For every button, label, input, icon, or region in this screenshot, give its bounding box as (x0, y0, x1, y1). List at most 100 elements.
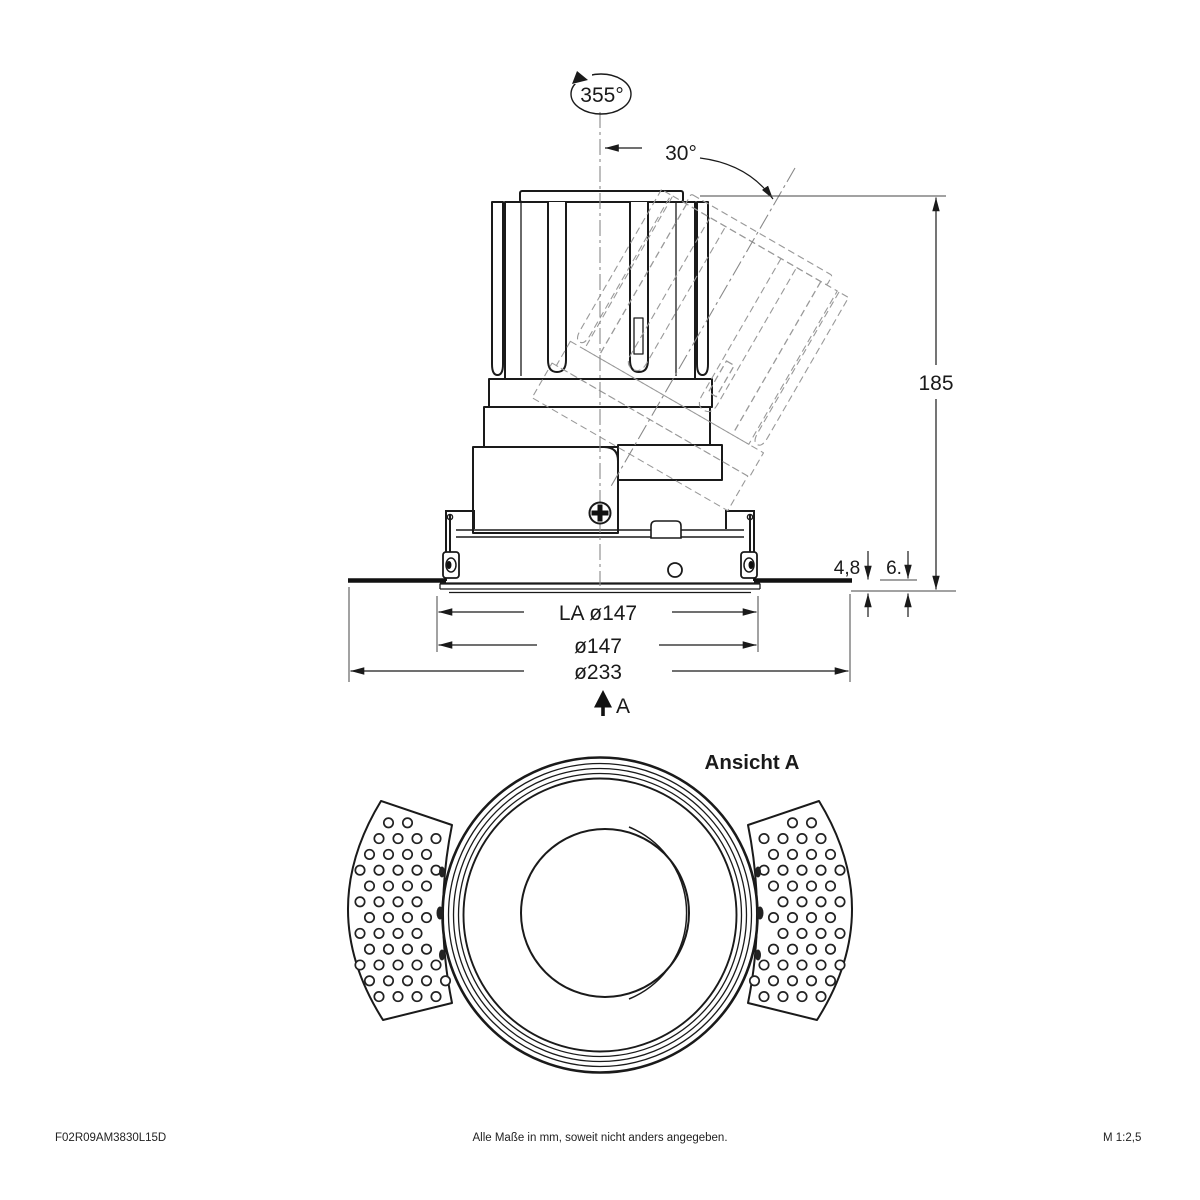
wing-perforation-hole (382, 817, 395, 829)
centerline-tilted (609, 167, 796, 489)
bracket-wall-right (725, 510, 755, 581)
trim-rings (441, 756, 759, 1074)
trim-ring-outer (441, 756, 759, 1074)
bottom-view-label: Ansicht A (705, 751, 800, 774)
trim-ring-3 (452, 767, 748, 1063)
tilt-dimension: 30° (605, 142, 774, 200)
wing-perforation-hole (411, 927, 423, 939)
wing-perforation-hole (392, 896, 404, 908)
plaster-wing-left (347, 800, 453, 1021)
clamp-spring-core (446, 561, 452, 569)
inner-dia-label: ø147 (574, 635, 622, 658)
tilt-angle-label: 30° (665, 142, 697, 165)
bracket-hole (667, 562, 683, 578)
wing-perforation-hole (411, 896, 423, 908)
tilt-arrow-arc (699, 157, 774, 200)
gearbox-right (617, 444, 723, 481)
diameter-dimensions: LA ø147 ø147 ø233 (348, 587, 851, 684)
wing-perforation-hole (401, 848, 414, 860)
wing-perforation-hole (420, 943, 433, 955)
bracket-wall-left (445, 510, 475, 581)
wing-perforation-hole (430, 959, 442, 971)
units-note: Alle Maße in mm, soweit nicht anders ang… (472, 1132, 727, 1144)
wing-perforation-hole (373, 864, 385, 876)
wing-perforation-hole (392, 991, 404, 1003)
wing-perforation-hole (401, 880, 414, 892)
wing-perforation-hole (363, 943, 376, 955)
view-a-letter: A (616, 695, 630, 718)
wing-perforation-hole (373, 896, 385, 908)
bottom-view: Ansicht A (347, 751, 854, 1074)
wing-perforation-hole (354, 864, 366, 876)
wing-perforation-hole (392, 927, 404, 939)
rim-clamp-tips (436, 866, 764, 961)
rotation-symbol: 355° (570, 68, 632, 115)
spring-clamp-left (442, 513, 460, 579)
wing-perforation-hole (382, 912, 395, 924)
wing-perforation-hole (373, 991, 385, 1003)
wing-perforation-hole (373, 833, 385, 845)
lens-tilt-arc (628, 826, 688, 1000)
gearbox-group (472, 444, 723, 534)
trim-ring-4 (457, 772, 743, 1058)
wing-perforation-hole (401, 943, 414, 955)
height-dim-label: 185 (918, 372, 953, 395)
scale-label: M 1:2,5 (1103, 1132, 1141, 1144)
wing-perforation-hole (392, 833, 404, 845)
wing-perforation-hole (411, 833, 423, 845)
wing-perforation-hole (354, 927, 366, 939)
wing-perforation-hole (430, 833, 442, 845)
wing-perforation-hole (392, 864, 404, 876)
protrusion-label: 6. (886, 558, 902, 579)
wing-perforation-hole (373, 959, 385, 971)
rotation-arrow-icon (572, 71, 588, 84)
rotation-ellipse (570, 73, 632, 115)
module-solid (483, 190, 713, 448)
wing-perforation-hole (420, 975, 433, 987)
cutout-dim-label: LA ø147 (559, 602, 637, 625)
wing-perforation-hole (392, 959, 404, 971)
wing-perforation-hole (382, 848, 395, 860)
wing-perforation-hole (354, 896, 366, 908)
bracket-tab (650, 520, 682, 539)
wing-perforation-hole (420, 880, 433, 892)
wing-perforation-hole (363, 848, 376, 860)
plaster-wing-right (747, 800, 854, 1021)
height-label-backing (912, 365, 960, 399)
wing-perforation-hole (401, 975, 414, 987)
trim-ring-2 (447, 762, 753, 1068)
trim-ring-inner (462, 777, 738, 1053)
outer-dia-label: ø233 (574, 661, 622, 684)
view-a-marker: A (594, 690, 630, 718)
lens-circle (520, 828, 690, 998)
wing-perforation-hole (382, 943, 395, 955)
wing-perforation-hole (382, 975, 395, 987)
height-dimension: 185 (700, 195, 960, 592)
wing-perforation-hole (401, 912, 414, 924)
wing-perforation-hole (411, 864, 423, 876)
part-number: F02R09AM3830L15D (55, 1132, 166, 1144)
wing-perforation-hole (420, 848, 433, 860)
wing-perforation-hole (439, 975, 452, 987)
mounting-bracket (445, 510, 755, 581)
left-wing-holes (354, 817, 452, 1003)
wing-perforation-hole (373, 927, 385, 939)
wing-perforation-hole (382, 880, 395, 892)
wing-perforation-hole (420, 912, 433, 924)
wing-perforation-hole (363, 912, 376, 924)
view-a-arrow-icon (594, 690, 612, 708)
rotation-angle-label: 355° (580, 84, 623, 107)
footer: F02R09AM3830L15D Alle Maße in mm, soweit… (55, 1132, 1141, 1144)
wing-perforation-hole (430, 991, 442, 1003)
trim-depth-dimensions: 4,8 6. (834, 551, 917, 617)
wing-perforation-hole (363, 880, 376, 892)
trim-depth-label: 4,8 (834, 558, 860, 579)
wing-perforation-hole (354, 959, 366, 971)
wing-perforation-hole (401, 817, 414, 829)
adjustment-screw (588, 501, 612, 525)
lens-group (520, 826, 690, 1000)
wing-perforation-hole (411, 991, 423, 1003)
clamp-pin-head (446, 513, 454, 521)
